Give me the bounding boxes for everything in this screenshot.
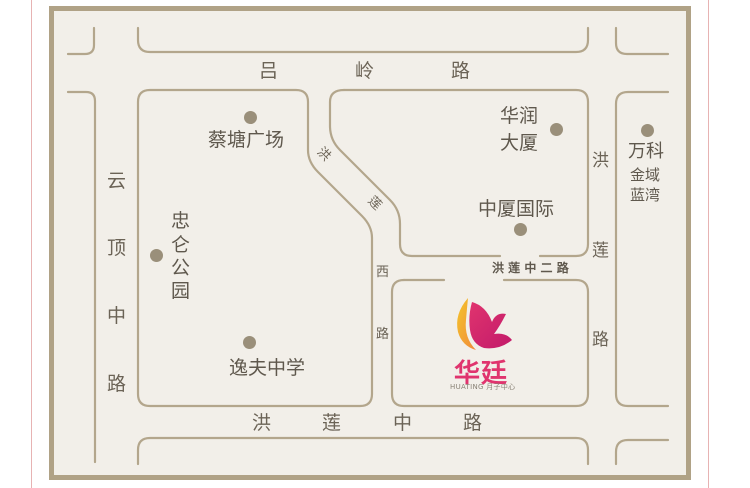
poi-dot-zhonglun xyxy=(150,249,163,262)
road-label-yunding-3: 中 xyxy=(107,305,127,327)
poi-dot-wanke xyxy=(641,124,654,137)
road-label-xi-1: 西 xyxy=(376,265,390,280)
road-label-yunding-4: 路 xyxy=(107,373,127,395)
road-label-lvling-3: 路 xyxy=(451,60,471,82)
poi-yifu: 逸夫中学 xyxy=(229,357,306,379)
road-label-xi-2: 路 xyxy=(376,327,390,342)
huating-butterfly-logo xyxy=(457,298,512,350)
poi-zhonglun-2: 仑 xyxy=(171,234,191,256)
poi-wanke-line1: 万科 xyxy=(628,141,664,162)
poi-wanke-line3: 蓝湾 xyxy=(630,186,661,204)
poi-wanke-line2: 金域 xyxy=(630,166,661,184)
poi-dot-zhongxia xyxy=(514,223,527,236)
brand-name-cn: 华廷 xyxy=(454,359,509,389)
left-border-line xyxy=(31,0,32,488)
poi-zhonglun-4: 园 xyxy=(171,280,191,302)
road-label-honglian-right-2: 莲 xyxy=(592,241,609,261)
poi-dot-yifu xyxy=(243,336,256,349)
road-label-lvling-1: 吕 xyxy=(259,60,279,82)
road-label-honglian-zhong-2: 莲 xyxy=(322,412,342,434)
poi-zhonglun-1: 忠 xyxy=(171,210,191,232)
road-label-honglian-zhong-er: 洪 莲 中 二 路 xyxy=(492,261,569,275)
road-label-honglian-zhong-1: 洪 xyxy=(252,412,272,434)
poi-zhongxia: 中厦国际 xyxy=(478,198,555,220)
poi-dot-caitang xyxy=(244,111,257,124)
poi-huarun-line2: 大厦 xyxy=(500,132,539,154)
road-label-yunding-1: 云 xyxy=(107,170,127,192)
poi-dot-huarun xyxy=(550,123,563,136)
road-label-honglian-zhong-3: 中 xyxy=(393,412,413,434)
poi-caitang: 蔡塘广场 xyxy=(208,129,285,151)
poi-zhonglun-3: 公 xyxy=(171,257,191,279)
brand-name-en: HUATING 月子中心 xyxy=(450,383,516,391)
road-label-yunding-2: 顶 xyxy=(107,237,127,259)
road-label-honglian-right-3: 路 xyxy=(592,330,609,350)
road-label-honglian-right-1: 洪 xyxy=(592,151,609,171)
poi-huarun-line1: 华润 xyxy=(500,105,539,127)
right-border-line xyxy=(708,0,709,488)
road-label-lvling-2: 岭 xyxy=(355,60,375,82)
road-label-honglian-zhong-4: 路 xyxy=(463,412,483,434)
